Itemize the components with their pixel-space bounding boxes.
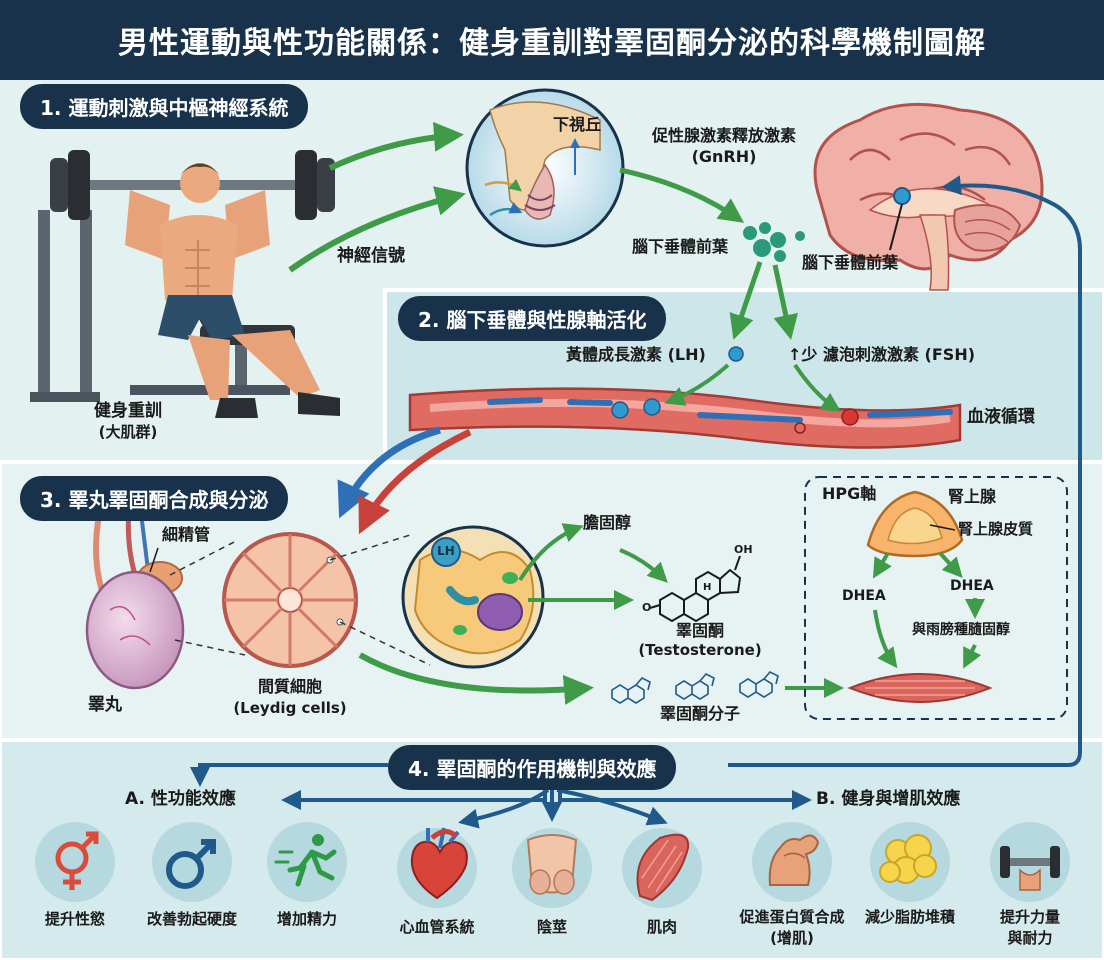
pointer-seminiferous (149, 547, 159, 573)
exercise-sub-label: (大肌群) (98, 423, 158, 441)
gender-icon (55, 831, 99, 890)
arrow-nerve-signal (288, 186, 466, 273)
gnrh-label: 促性腺激素釋放激素 (651, 126, 797, 145)
arrow-to-cholesterol (518, 523, 584, 582)
pituitary-right-label: 腦下垂體前葉 (802, 253, 899, 272)
arrow-gnrh (619, 167, 745, 223)
nerve-signal-label: 神經信號 (337, 246, 405, 266)
dumbbell-icon (1000, 846, 1060, 891)
testosterone-h-label: H (703, 582, 712, 593)
lh-molecule (728, 346, 744, 362)
title-bar (0, 0, 1104, 80)
effect-label-protein: 促進蛋白質合成 (739, 908, 845, 926)
arrow-dhea-to-muscle (873, 609, 898, 669)
arrow-pituitary-fsh (772, 264, 799, 340)
leydig-label: 間質細胞 (257, 677, 323, 696)
hpg-axis-label: HPG軸 (822, 484, 877, 503)
section-3-heading: 3. 睪丸睪固酮合成與分泌 (20, 476, 289, 521)
section-4-heading: 4. 睪固酮的作用機制與效應 (388, 745, 677, 790)
arrow-cholesterol-to-t (619, 548, 668, 583)
testosterone-molecules (611, 671, 779, 704)
leydig-en-label: (Leydig cells) (233, 699, 347, 717)
feedback-loop-arrow (728, 175, 1082, 767)
pointer-adrenal-cortex (929, 524, 956, 531)
arrow-andro-to-muscle (963, 644, 982, 669)
dash-zoom-4 (339, 621, 431, 666)
arrow-section-to-molecules (358, 652, 594, 705)
leydig-cell-magnified (401, 525, 545, 669)
blood-vessel (408, 387, 962, 449)
dash-zoom-1 (169, 539, 239, 576)
muscle-icon (636, 833, 690, 902)
muscle-fiber (847, 673, 993, 703)
branch-to-heart (458, 788, 550, 829)
androstenedione-label: 與雨膀種膸固醇 (912, 622, 1010, 638)
effect-label-muscle: 肌肉 (646, 918, 678, 936)
page-title: 男性運動與性功能關係：健身重訓對睪固酮分泌的科學機制圖解 (118, 26, 986, 61)
pituitary-granules (743, 222, 805, 262)
dhea-right-label: DHEA (950, 578, 994, 594)
dhea-left-label: DHEA (842, 588, 886, 604)
section-2-heading: 2. 腦下垂體與性腺軸活化 (398, 296, 667, 341)
flex-arm-icon (768, 834, 820, 886)
adrenal-gland (866, 490, 964, 558)
hypothalamus-label: 下視丘 (553, 115, 602, 134)
adrenal-cortex-label: 腎上腺皮質 (958, 520, 1034, 538)
branch-b-label: B. 健身與增肌效應 (816, 789, 961, 809)
effect-label-penis: 陰莖 (536, 918, 568, 936)
testosterone-oh-label: OH (734, 543, 753, 556)
gnrh-abbr-label: (GnRH) (691, 147, 757, 166)
runner-icon (274, 834, 337, 887)
effect-label-erection: 改善勃起硬度 (146, 910, 238, 928)
brain-illustration (813, 102, 1044, 291)
branch-left-line (190, 763, 388, 787)
effect-label-strength-sub: 與耐力 (1007, 929, 1053, 947)
testosterone-structure (649, 555, 742, 623)
pointer-pituitary-right (889, 203, 903, 251)
male-icon (166, 839, 216, 889)
fat-icon (879, 834, 937, 884)
arrow-fsh-into-blood (793, 363, 842, 413)
lh-tag: LH (437, 544, 455, 558)
testis-label: 睪丸 (88, 695, 122, 715)
arrow-lh-into-blood (664, 363, 730, 406)
seminiferous-label: 細精管 (162, 525, 211, 544)
man-lifting-illustration (30, 150, 340, 418)
testosterone-en-label: (Testosterone) (638, 641, 762, 659)
testosterone-label: 睪固酮 (675, 621, 725, 640)
arrow-man-to-hypothalamus-top (328, 121, 464, 171)
effect-label-fat: 減少脂肪堆積 (864, 908, 956, 926)
molecules-label: 睪固酮分子 (659, 704, 741, 723)
heart-icon (410, 827, 468, 900)
effect-label-libido: 提升性慾 (44, 910, 106, 928)
arrow-adrenal-dhea-left (872, 551, 892, 579)
effect-label-energy: 增加精力 (276, 910, 338, 928)
effect-label-strength: 提升力量 (999, 908, 1061, 926)
arrow-pituitary-lh (729, 261, 763, 340)
section-1-heading: 1. 運動刺激與中樞神經系統 (20, 84, 309, 129)
dash-zoom-3 (329, 534, 411, 561)
effect-label-cardio: 心血管系統 (399, 918, 475, 936)
penis-icon (526, 834, 578, 895)
branch-a-label: A. 性功能效應 (125, 789, 236, 809)
dash-zoom-2 (174, 639, 246, 656)
adrenal-label: 腎上腺 (948, 487, 997, 506)
hypothalamus-magnified (465, 88, 625, 248)
fsh-label: ↑少 濾泡刺激激素 (FSH) (788, 345, 976, 364)
blood-circulation-label: 血液循環 (967, 407, 1035, 427)
exercise-label: 健身重訓 (94, 401, 162, 421)
arrow-red-to-testis (358, 428, 472, 535)
hpg-box (804, 476, 1068, 720)
lh-label: 黃體成長激素 (LH) (566, 345, 706, 364)
effect-label-protein-sub: (增肌) (770, 929, 814, 947)
arrow-adrenal-dhea-right (938, 551, 963, 578)
pituitary-left-label: 腦下垂體前葉 (632, 237, 729, 256)
arrow-blue-to-testis (337, 426, 441, 519)
seminiferous-cross-section (222, 532, 358, 668)
branch-to-muscle (556, 788, 668, 826)
cholesterol-label: 膽固醇 (583, 513, 632, 532)
testosterone-o-label: O (642, 601, 652, 614)
